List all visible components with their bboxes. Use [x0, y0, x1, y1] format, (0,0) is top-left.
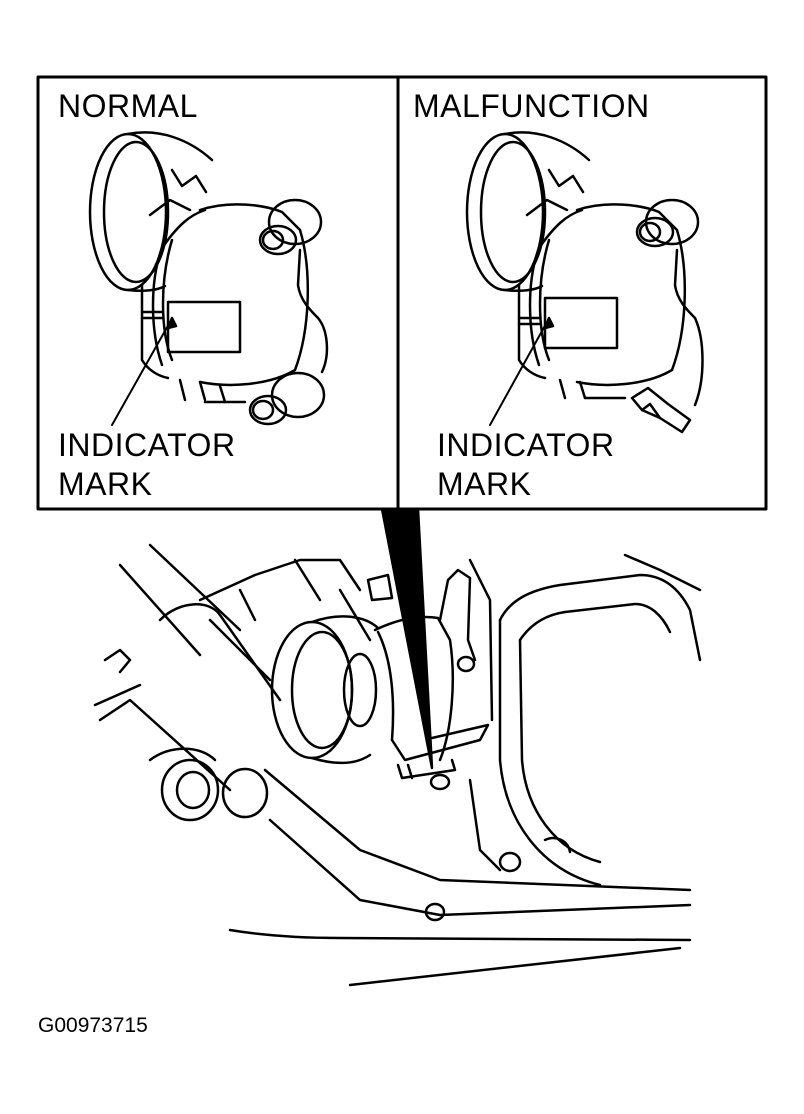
normal-indicator-label-line2: MARK [58, 466, 153, 502]
normal-panel-title: NORMAL [58, 88, 198, 124]
malfunction-indicator-label-line1: INDICATOR [437, 427, 615, 463]
normal-sensor-drawing [88, 131, 329, 426]
malfunction-panel-title: MALFUNCTION [413, 88, 650, 124]
vehicle-installation-drawing [93, 543, 702, 987]
detail-pointer-wedge [380, 507, 434, 770]
normal-indicator-label-line1: INDICATOR [58, 427, 236, 463]
malfunction-sensor-drawing [465, 131, 704, 434]
malfunction-indicator-label-line2: MARK [437, 466, 532, 502]
figure-reference-id: G00973715 [38, 1014, 148, 1037]
